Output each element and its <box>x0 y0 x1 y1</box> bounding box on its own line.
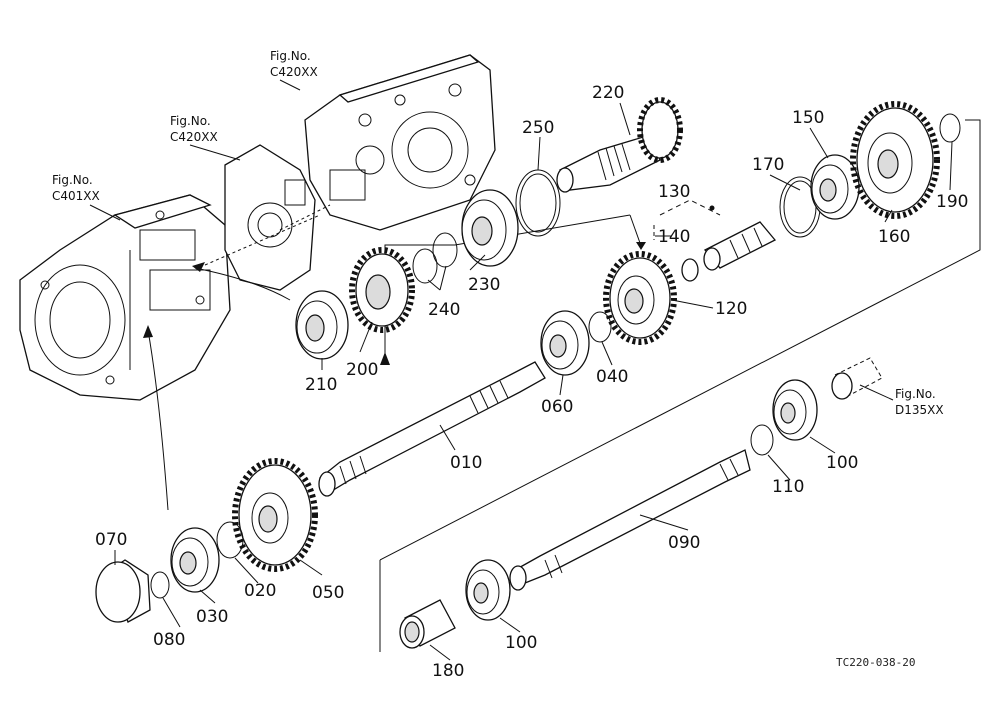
gear-050 <box>232 458 318 572</box>
figure-reference-code: C420XX <box>170 130 218 144</box>
figure-reference-code: C420XX <box>270 65 318 79</box>
bearing-100-upper <box>772 379 818 441</box>
part-label-040: 040 <box>596 367 628 387</box>
snap-ring-110 <box>750 424 774 456</box>
part-label-090: 090 <box>668 533 700 553</box>
snap-ring-190 <box>939 113 961 143</box>
part-label-130: 130 <box>658 182 690 202</box>
gear-200 <box>349 247 415 333</box>
part-label-220: 220 <box>592 83 624 103</box>
part-label-080: 080 <box>153 630 185 650</box>
part-label-020: 020 <box>244 581 276 601</box>
bearing-060 <box>540 310 590 376</box>
part-label-230: 230 <box>468 275 500 295</box>
part-label-110: 110 <box>772 477 804 497</box>
bushing-d135 <box>831 357 883 400</box>
transmission-case-c420-rear <box>304 54 496 231</box>
part-label-070: 070 <box>95 530 127 550</box>
part-label-010: 010 <box>450 453 482 473</box>
bearing-030 <box>170 527 220 593</box>
part-label-250: 250 <box>522 118 554 138</box>
figure-reference-code: C401XX <box>52 189 100 203</box>
bearing-230 <box>461 189 519 267</box>
part-label-170: 170 <box>752 155 784 175</box>
figure-reference-d135: Fig.No. D135XX <box>895 387 944 417</box>
bearing-150 <box>810 154 860 220</box>
snap-ring-250 <box>515 169 561 237</box>
bearing-100-lower <box>465 559 511 621</box>
sleeve-180 <box>399 599 456 649</box>
snap-ring-040 <box>588 311 612 343</box>
washer-020 <box>216 521 244 559</box>
gear-120 <box>603 251 677 345</box>
bushing-140 <box>681 258 699 282</box>
drawing-number: TC220-038-20 <box>836 656 915 669</box>
part-label-030: 030 <box>196 607 228 627</box>
part-label-210: 210 <box>305 375 337 395</box>
part-label-100-lower: 100 <box>505 633 537 653</box>
bearing-210 <box>295 290 349 360</box>
part-label-120: 120 <box>715 299 747 319</box>
part-label-060: 060 <box>541 397 573 417</box>
sleeve-130 <box>703 221 777 271</box>
transmission-case-c401 <box>19 194 231 401</box>
part-label-100-upper: 100 <box>826 453 858 473</box>
part-labels: 220 250 230 240 200 210 130 140 120 040 … <box>95 83 968 681</box>
snap-ring-080 <box>150 571 170 599</box>
figure-reference-c401: Fig.No. C401XX <box>52 173 100 203</box>
part-label-140: 140 <box>658 227 690 247</box>
transmission-case-c420-mid <box>224 144 316 291</box>
collars-240 <box>412 232 458 284</box>
leader-lines <box>89 79 953 661</box>
cover-070 <box>95 559 151 623</box>
figure-reference-label: Fig.No. <box>170 114 211 128</box>
figure-reference-c420-mid: Fig.No. C420XX <box>170 114 218 144</box>
figure-reference-label: Fig.No. <box>270 49 311 63</box>
part-label-180: 180 <box>432 661 464 681</box>
shaft-010 <box>318 361 546 497</box>
part-label-050: 050 <box>312 583 344 603</box>
gear-160 <box>850 101 940 219</box>
part-label-150: 150 <box>792 108 824 128</box>
part-label-190: 190 <box>936 192 968 212</box>
figure-reference-label: Fig.No. <box>895 387 936 401</box>
shaft-220 <box>556 97 683 193</box>
part-label-160: 160 <box>878 227 910 247</box>
figure-reference-c420-rear: Fig.No. C420XX <box>270 49 318 79</box>
part-label-240: 240 <box>428 300 460 320</box>
shaft-090 <box>509 449 751 591</box>
figure-reference-code: D135XX <box>895 403 944 417</box>
figure-reference-label: Fig.No. <box>52 173 93 187</box>
part-label-200: 200 <box>346 360 378 380</box>
